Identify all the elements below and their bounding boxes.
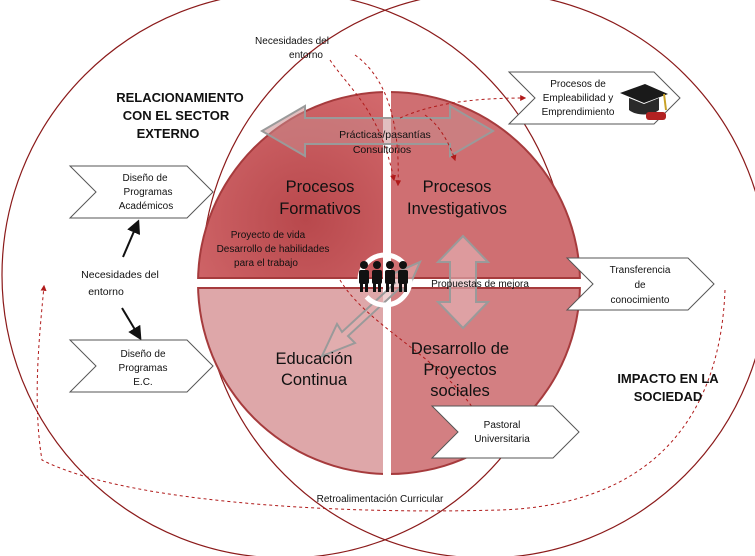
black-arrow-down — [121, 307, 142, 341]
label-necesidades-left-2: entorno — [88, 286, 124, 298]
tag-diseno-academicos-line1: Diseño de — [122, 173, 167, 184]
label-necesidades-top-1: Necesidades del — [255, 36, 329, 47]
label-practicas-1: Prácticas/pasantías — [339, 129, 431, 141]
tag-transferencia-line1: Transferencia — [610, 265, 671, 276]
label-retroalimentacion: Retroalimentación Curricular — [317, 494, 444, 505]
horizontal-double-arrow — [260, 104, 495, 158]
label-proyecto-1: Proyecto de vida — [231, 230, 306, 241]
people-group-icon — [359, 261, 408, 292]
tag-diseno-ec — [68, 339, 214, 393]
dashed-arrow-necesidades-to-practicas — [329, 59, 396, 182]
label-proyecto-2: Desarrollo de habilidades — [217, 244, 330, 255]
tag-pastoral-line2: Universitaria — [474, 434, 530, 445]
tag-diseno-ec-line3: E.C. — [133, 377, 152, 388]
dashed-arrow-to-empleabilidad — [399, 95, 527, 119]
quadrant-sociales-title-2: Proyectos — [423, 361, 496, 379]
black-arrow-up — [122, 219, 141, 258]
label-practicas-2: Consultorios — [353, 144, 411, 156]
quadrant-investigativos-title-1: Procesos — [423, 178, 492, 196]
heading-relacionamiento-1: RELACIONAMIENTO — [116, 90, 244, 105]
dashed-arrow-practicas-down — [424, 114, 457, 162]
tag-diseno-ec-line2: Programas — [119, 363, 168, 374]
quadrant-continua — [199, 289, 383, 473]
tag-pastoral-line1: Pastoral — [484, 420, 521, 431]
tag-pastoral — [430, 405, 580, 459]
label-necesidades-top-2: entorno — [289, 50, 323, 61]
vertical-double-arrow — [435, 234, 491, 330]
quadrant-formativos-title-2: Formativos — [279, 200, 361, 218]
tag-empleabilidad-line1: Procesos de — [550, 79, 606, 90]
heading-impacto-2: SOCIEDAD — [634, 389, 703, 404]
quadrant-formativos-title-1: Procesos — [286, 178, 355, 196]
diagonal-double-arrow — [320, 260, 422, 358]
tag-empleabilidad-line2: Empleabilidad y — [543, 93, 614, 104]
quadrant-investigativos-title-2: Investigativos — [407, 200, 507, 218]
label-propuestas: Propuestas de mejora — [431, 279, 529, 290]
tag-empleabilidad-line3: Emprendimiento — [542, 107, 615, 118]
dashed-arrow-to-pastoral — [339, 279, 484, 427]
tag-diseno-academicos-line3: Académicos — [119, 201, 173, 212]
label-necesidades-left-1: Necesidades del — [81, 269, 159, 281]
tag-diseno-academicos — [68, 165, 214, 219]
heading-relacionamiento-2: CON EL SECTOR — [123, 108, 230, 123]
graduation-cap-icon — [620, 84, 668, 120]
tag-transferencia-line2: de — [634, 280, 646, 291]
quadrant-continua-title-2: Continua — [281, 371, 348, 389]
label-proyecto-3: para el trabajo — [234, 258, 298, 269]
quadrant-sociales-title-1: Desarrollo de — [411, 340, 509, 358]
quadrant-sociales-title-3: sociales — [430, 382, 490, 400]
heading-relacionamiento-3: EXTERNO — [137, 126, 200, 141]
quadrant-continua-title-1: Educación — [275, 350, 352, 368]
tag-diseno-ec-line1: Diseño de — [120, 349, 165, 360]
tag-transferencia — [565, 257, 715, 311]
tag-diseno-academicos-line2: Programas — [124, 187, 173, 198]
dashed-arrow-necesidades-to-investigativos — [354, 54, 402, 187]
quadrant-sociales — [391, 289, 579, 473]
tag-transferencia-line3: conocimiento — [611, 295, 670, 306]
heading-impacto-1: IMPACTO EN LA — [617, 371, 719, 386]
